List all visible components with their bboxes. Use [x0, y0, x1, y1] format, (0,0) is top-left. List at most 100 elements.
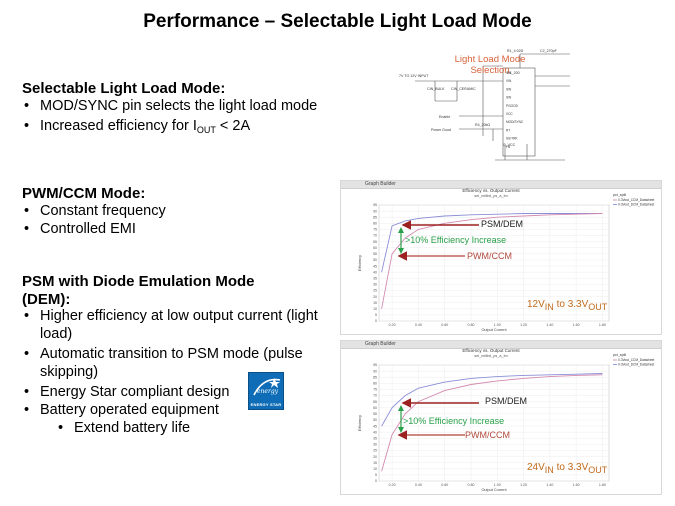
y-tick-label: 40 [373, 270, 377, 274]
y-tick-label: 20 [373, 455, 377, 459]
y-tick-label: 10 [373, 307, 377, 311]
ann-efficiency-increase: >10% Efficiency Increase [405, 235, 507, 245]
y-tick-label: 0 [375, 319, 377, 323]
x-tick-label: 1.40 [546, 483, 553, 487]
sch-pin-label: SS/TRK [506, 137, 518, 141]
legend-title: pct_split [613, 193, 626, 197]
sch-label-r2: R1_200 [507, 71, 520, 75]
series-line [381, 213, 603, 273]
sch-pin-label: RT [506, 128, 510, 132]
y-tick-label: 95 [373, 203, 377, 207]
sch-label-vin: 7V TO 12V INPUT [399, 74, 429, 78]
y-tick-label: 30 [373, 443, 377, 447]
y-tick-label: 70 [373, 394, 377, 398]
x-tick-label: 1.40 [546, 323, 553, 327]
x-tick-label: 0.60 [441, 483, 448, 487]
y-tick-label: 90 [373, 369, 377, 373]
sch-pin-label: SW [506, 96, 511, 100]
psm-bullet-2: Automatic transition to PSM mode (pulse … [22, 345, 332, 381]
series-line [381, 373, 603, 427]
x-tick-label: 0.80 [468, 323, 475, 327]
y-tick-label: 70 [373, 234, 377, 238]
x-tick-label: 1.80 [599, 323, 606, 327]
psm-bullet-5: Extend battery life [22, 419, 332, 437]
y-tick-label: 55 [373, 412, 377, 416]
chart-svg: Efficiency vs. Output Currentsel_netlist… [358, 348, 654, 492]
y-tick-label: 40 [373, 430, 377, 434]
x-tick-label: 0.60 [441, 323, 448, 327]
chart-title: Efficiency vs. Output Current [462, 348, 520, 353]
page-title: Performance – Selectable Light Load Mode [143, 11, 532, 32]
vin-sub-in: IN [544, 465, 554, 475]
sch-pin-label: VIN [506, 71, 512, 75]
x-tick-label: 1.00 [494, 323, 501, 327]
pwm-bullet-1: Constant frequency [22, 202, 327, 220]
chart-toolbar: Graph Builder [341, 181, 661, 189]
chart-subtitle: sel_netlist_ps_a_lm [474, 354, 507, 358]
y-axis-label: Efficiency [358, 415, 362, 431]
psm-heading-1: PSM with Diode Emulation Mode [22, 273, 255, 290]
y-tick-label: 30 [373, 283, 377, 287]
vin-pre: 12V [527, 299, 545, 310]
x-tick-label: 1.60 [573, 323, 580, 327]
x-tick-label: 0.20 [389, 323, 396, 327]
psm-bullet-3: Energy Star compliant design [22, 383, 332, 401]
y-tick-label: 35 [373, 276, 377, 280]
sch-label-cin-ceramic: CIN_CERAMIC [451, 87, 476, 91]
sch-label-enable: Enable [439, 115, 450, 119]
plot-area [378, 364, 610, 482]
y-tick-label: 95 [373, 363, 377, 367]
ann-psm-dem: PSM/DEM [485, 396, 528, 406]
y-tick-label: 85 [373, 215, 377, 219]
y-tick-label: 20 [373, 295, 377, 299]
y-tick-label: 60 [373, 406, 377, 410]
sch-label-power-good: Power Good [431, 128, 451, 132]
pwm-bullet-2: Controlled EMI [22, 220, 327, 238]
chart-title: Efficiency vs. Output Current [462, 188, 520, 193]
vin-sub-out: OUT [588, 302, 608, 312]
sch-pin-label: MOD/SYNC [506, 120, 524, 124]
sch-pin-label: VIN [506, 79, 512, 83]
y-tick-label: 35 [373, 436, 377, 440]
y-tick-label: 45 [373, 264, 377, 268]
x-tick-label: 1.20 [520, 483, 527, 487]
x-tick-label: 0.80 [468, 483, 475, 487]
x-tick-label: 1.80 [599, 483, 606, 487]
y-tick-label: 45 [373, 424, 377, 428]
ann-pwm-ccm: PWM/CCM [465, 430, 510, 440]
x-tick-label: 1.00 [494, 483, 501, 487]
ann-efficiency-increase: >10% Efficiency Increase [403, 416, 505, 426]
pwm-heading: PWM/CCM Mode: [22, 185, 146, 202]
y-tick-label: 10 [373, 467, 377, 471]
psm-heading-2: (DEM): [22, 291, 71, 308]
sch-label-cvcc: C_VCC [503, 143, 516, 147]
sch-pin-label: SW [506, 87, 511, 91]
y-tick-label: 65 [373, 400, 377, 404]
y-tick-label: 15 [373, 461, 377, 465]
legend-entry: 0-3Vout_DCM_Datasheet [618, 363, 654, 367]
legend-title: pct_split [613, 353, 626, 357]
sllm-heading: Selectable Light Load Mode: [22, 80, 226, 97]
vin-sub-in: IN [544, 302, 554, 312]
chart-tool-label: Graph Builder [365, 341, 396, 347]
legend-entry: 0-3Vout_CCM_Datasheet [618, 358, 654, 362]
chart-toolbar: Graph Builder [341, 341, 661, 349]
x-tick-label: 0.40 [415, 483, 422, 487]
psm-bullets: Higher efficiency at low output current … [22, 307, 332, 437]
pwm-bullets: Constant frequency Controlled EMI [22, 202, 327, 238]
ann-vin-vout: 12VIN to 3.3VOUT [527, 299, 607, 312]
sllm-bullets: MOD/SYNC pin selects the light load mode… [22, 97, 327, 139]
vin-sub-out: OUT [588, 465, 608, 475]
sllm-b2-pre: Increased efficiency for I [40, 118, 197, 134]
y-tick-label: 5 [375, 473, 377, 477]
sllm-bullet-2: Increased efficiency for IOUT < 2A [22, 117, 327, 139]
chart-subtitle: sel_netlist_ps_a_lm [474, 194, 507, 198]
y-tick-label: 50 [373, 258, 377, 262]
schematic-callout: Light Load Mode Selection [454, 54, 526, 76]
sch-pin-label: PGOOD [506, 104, 519, 108]
sch-label-r4: R4_20kΩ [475, 123, 490, 127]
y-axis-label: Efficiency [358, 255, 362, 271]
x-tick-label: 0.20 [389, 483, 396, 487]
sch-pin-label: VCC [506, 112, 513, 116]
schematic-ic [502, 67, 536, 157]
